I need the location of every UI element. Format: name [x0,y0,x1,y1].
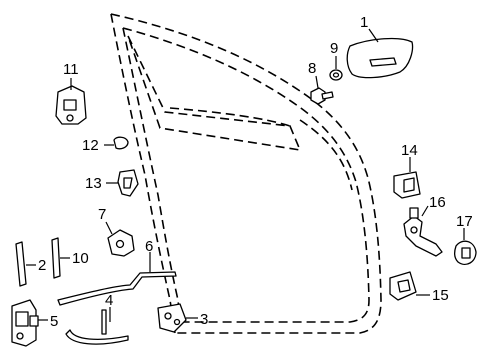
check-link-part [403,207,443,257]
callout-3: 3 [200,311,208,328]
leader-16 [421,205,429,217]
lower-hinge-part [389,271,417,301]
latch-body-part [11,299,39,347]
leader-8 [315,75,319,89]
rod-4-part [65,309,129,345]
callout-7: 7 [98,206,106,223]
bumper-part [113,136,129,150]
leader-7 [105,221,113,235]
callout-1: 1 [360,14,368,31]
latch-part [55,85,87,125]
leader-1 [368,28,379,43]
callout-5: 5 [50,313,58,330]
callout-9: 9 [330,40,338,57]
callout-10: 10 [72,250,89,267]
bracket-part [117,169,139,197]
callout-15: 15 [432,287,449,304]
callout-16: 16 [429,194,446,211]
callout-6: 6 [145,238,153,255]
rod-clip-10-part [51,237,61,279]
upper-hinge-part [393,171,421,199]
callout-12: 12 [82,137,99,154]
lock-actuator-part [107,229,135,257]
door-outline [110,13,382,334]
outside-handle-part [346,37,414,79]
callout-2: 2 [38,257,46,274]
bracket-plate-part [157,303,187,333]
callout-17: 17 [456,213,473,230]
callout-11: 11 [63,61,79,78]
callout-13: 13 [85,175,102,192]
rod-clip-2-part [15,241,27,287]
washer-part [329,69,343,81]
rod-6-part [57,271,177,306]
plug-part [454,240,477,266]
callout-8: 8 [308,60,316,77]
bolt-part [310,87,334,105]
callout-4: 4 [105,292,113,309]
callout-14: 14 [401,142,418,159]
